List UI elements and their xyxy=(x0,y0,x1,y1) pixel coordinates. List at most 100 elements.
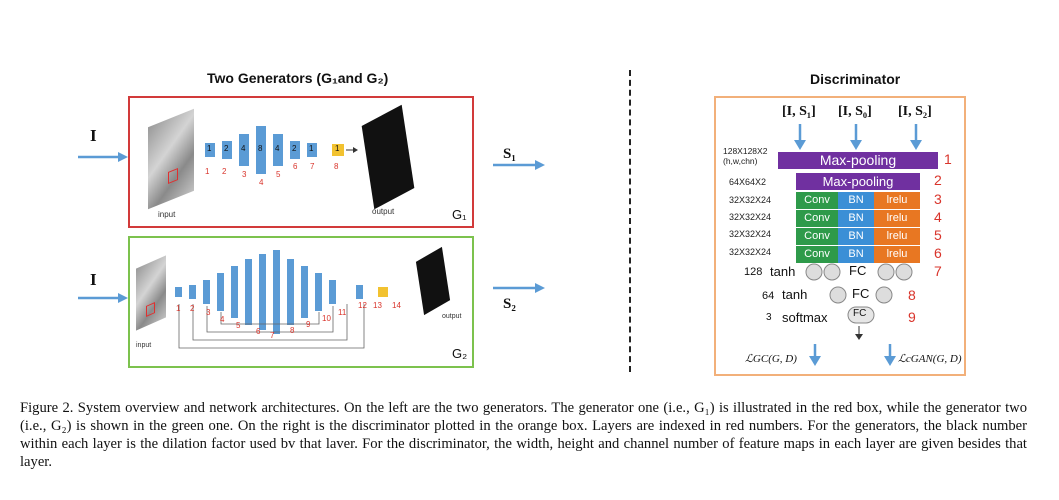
disc-dim-1: 128X128X2 (h,w,chn) xyxy=(723,146,768,166)
g2-layer-5 xyxy=(231,266,238,318)
disc-fc2-size: 64 xyxy=(762,290,775,302)
disc-fc2-neurons xyxy=(829,286,893,304)
g2-layer-4 xyxy=(217,273,224,311)
g1-index-1: 1 xyxy=(205,167,210,176)
disc-fc3-label: FC xyxy=(853,308,867,319)
g1-dilation-5: 4 xyxy=(275,144,280,153)
g2-index-2: 2 xyxy=(190,304,195,313)
disc-dim-3: 32X32X24 xyxy=(729,195,772,205)
disc-dim-5: 32X32X24 xyxy=(729,229,772,239)
g1-layer-7 xyxy=(307,143,317,157)
g1-dilation-6: 2 xyxy=(292,144,297,153)
discriminator-title: Discriminator xyxy=(810,71,901,87)
g1-index-3: 3 xyxy=(242,170,247,179)
g2-layer-3 xyxy=(203,280,210,304)
g2-layer-13 xyxy=(356,285,363,299)
disc-layer-bn-3: BN xyxy=(838,192,874,209)
disc-fc1-neurons xyxy=(805,263,913,281)
disc-fc2-label: FC xyxy=(852,286,870,301)
g2-index-3: 3 xyxy=(206,308,211,317)
g1-index-7: 7 xyxy=(310,162,315,171)
disc-layer-relu-4: lrelu xyxy=(874,210,920,227)
g2-layer-7 xyxy=(259,254,266,330)
disc-index-2: 2 xyxy=(934,172,942,188)
g2-index-14: 14 xyxy=(392,301,401,310)
g1-layer-1 xyxy=(205,143,215,157)
g1-dilation-7: 1 xyxy=(309,144,314,153)
disc-index-4: 4 xyxy=(934,209,942,225)
g1-dilation-8: 1 xyxy=(335,144,340,153)
disc-index-5: 5 xyxy=(934,227,942,243)
disc-layer-bn-6: BN xyxy=(838,246,874,263)
g1-to-output-arrow xyxy=(346,147,358,153)
g2-input-symbol: I xyxy=(90,270,97,289)
g2-layer-1 xyxy=(175,287,182,297)
disc-input-3: [I, S₂] xyxy=(898,104,932,119)
g2-input-label: input xyxy=(136,342,152,349)
loss-gc: ℒGC(G, D) xyxy=(745,353,797,365)
disc-index-9: 9 xyxy=(908,309,916,325)
disc-fc1-size: 128 xyxy=(744,266,763,278)
g2-index-5: 5 xyxy=(236,321,241,330)
disc-fc-down-arrow xyxy=(855,326,863,340)
g1-input-label: input xyxy=(158,210,176,219)
g1-dilation-4: 8 xyxy=(258,144,263,153)
g1-layer-4 xyxy=(256,126,266,174)
disc-fc2-act: tanh xyxy=(782,287,808,302)
loss-cgan-arrow xyxy=(884,344,896,366)
g2-output-arrow xyxy=(493,283,545,293)
g1-output-arrow xyxy=(493,160,545,170)
g2-index-10: 10 xyxy=(322,314,331,323)
disc-layer-relu-3: lrelu xyxy=(874,192,920,209)
disc-index-7: 7 xyxy=(934,263,942,279)
g1-input-symbol: I xyxy=(90,126,97,145)
g1-name: G₁ xyxy=(452,207,467,222)
g2-skip-connections xyxy=(178,304,365,349)
g2-layer-11 xyxy=(315,273,322,311)
disc-index-3: 3 xyxy=(934,191,942,207)
disc-fc3-neurons xyxy=(847,306,875,324)
g1-index-6: 6 xyxy=(293,162,298,171)
g2-index-8: 8 xyxy=(290,326,295,335)
g1-dilation-1: 1 xyxy=(207,144,212,153)
g2-layer-6 xyxy=(245,259,252,325)
g1-layer-8 xyxy=(332,144,344,156)
disc-fc3-act: softmax xyxy=(782,310,828,325)
g2-index-11: 11 xyxy=(338,308,347,317)
loss-cgan: ℒcGAN(G, D) xyxy=(898,353,962,365)
disc-fc3-size: 3 xyxy=(766,312,772,323)
loss-gc-arrow xyxy=(809,344,821,366)
g2-layer-9 xyxy=(287,259,294,325)
g2-layer-8 xyxy=(273,250,280,334)
g2-index-13: 13 xyxy=(373,301,382,310)
g2-output-label: output xyxy=(442,313,462,320)
g1-dilation-2: 2 xyxy=(224,144,229,153)
disc-input-1: [I, S₁] xyxy=(782,104,816,119)
g1-output-label: output xyxy=(372,207,395,216)
disc-layer-bn-5: BN xyxy=(838,228,874,245)
disc-layer-maxpool-1: Max-pooling xyxy=(778,152,938,169)
g2-output-symbol: S₂ xyxy=(503,296,516,312)
disc-fc1-label: FC xyxy=(849,263,867,278)
disc-layer-conv-5: Conv xyxy=(796,228,838,245)
disc-input-2: [I, S₀] xyxy=(838,104,872,119)
disc-index-8: 8 xyxy=(908,287,916,303)
discriminator-box xyxy=(714,96,966,376)
figure-caption: Figure 2. System overview and network ar… xyxy=(20,400,1027,470)
disc-dim-4: 32X32X24 xyxy=(729,212,772,222)
g2-name: G₂ xyxy=(452,346,468,361)
g1-index-4: 4 xyxy=(259,178,264,187)
disc-layer-maxpool-2: Max-pooling xyxy=(796,173,920,190)
g2-index-9: 9 xyxy=(306,320,311,329)
disc-fc1-act: tanh xyxy=(770,264,796,279)
g2-index-6: 6 xyxy=(256,327,261,336)
g2-index-7: 7 xyxy=(270,331,275,340)
g2-layer-2 xyxy=(189,285,196,299)
section-divider xyxy=(629,70,631,372)
g1-layer-2 xyxy=(222,141,232,159)
disc-layer-conv-3: Conv xyxy=(796,192,838,209)
g2-index-4: 4 xyxy=(220,315,225,324)
g1-index-8: 8 xyxy=(334,162,339,171)
disc-index-6: 6 xyxy=(934,245,942,261)
g1-layer-5 xyxy=(273,134,283,166)
